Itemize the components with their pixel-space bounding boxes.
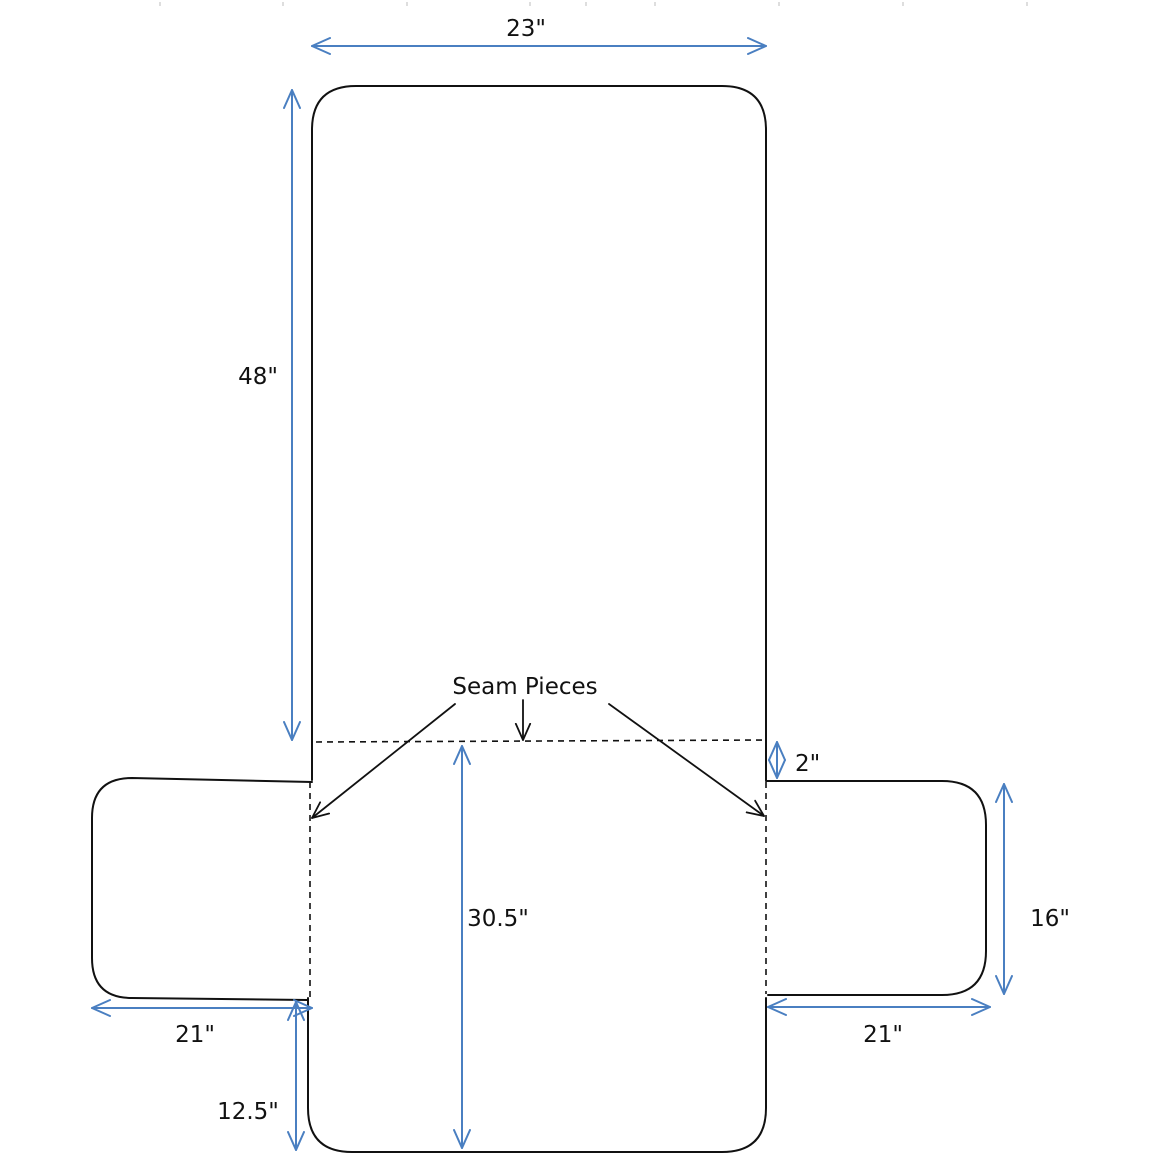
seam-pointer-right: [608, 703, 765, 817]
label-seat-length: 30.5": [467, 906, 529, 932]
label-arm-height: 16": [1030, 906, 1070, 932]
back-panel-outline: [311, 85, 767, 781]
ruler-ticks: [159, 2, 1028, 6]
label-right-arm-width: 21": [863, 1022, 903, 1048]
label-top-width: 23": [506, 16, 546, 42]
right-arm-flap-outline: [765, 780, 987, 996]
seam-line-horizontal: [315, 739, 767, 743]
callout-seam-pieces: Seam Pieces: [452, 674, 597, 700]
label-back-height: 48": [238, 364, 278, 390]
left-arm-flap-outline: [91, 777, 313, 1001]
seam-pointer-left: [311, 703, 456, 819]
label-lower-length: 12.5": [217, 1099, 279, 1125]
label-left-arm-width: 21": [175, 1022, 215, 1048]
seat-panel-outline: [307, 997, 767, 1153]
label-seam-gap: 2": [795, 751, 820, 777]
